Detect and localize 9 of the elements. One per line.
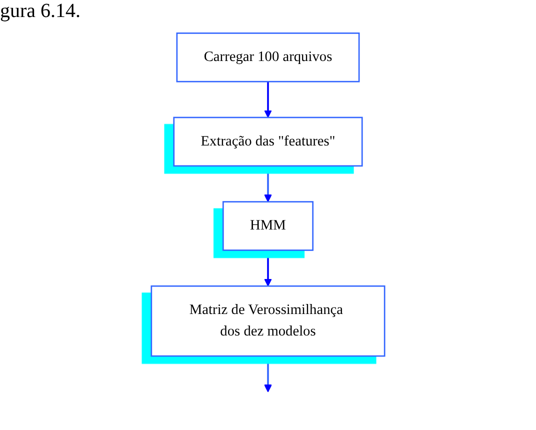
arrow (264, 82, 272, 118)
arrow (264, 166, 272, 202)
arrow (264, 356, 272, 392)
arrow (264, 250, 272, 286)
process-box: Matriz de Verossimilhança dos dez modelos (150, 285, 386, 357)
process-box: Extração das "features" (173, 116, 363, 167)
caption-text: gura 6.14. (0, 0, 81, 23)
process-box: HMM (222, 201, 314, 251)
process-box: Carregar 100 arquivos (176, 32, 360, 82)
